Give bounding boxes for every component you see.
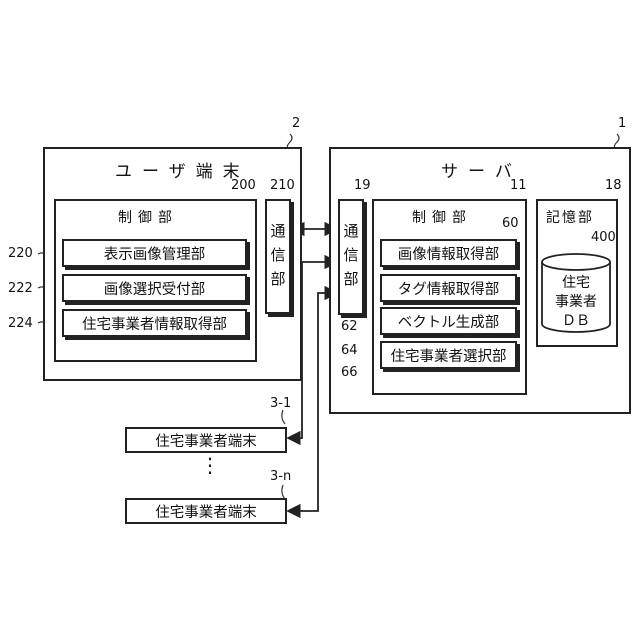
builder-terminal-n: 住宅事業者端末 <box>125 498 287 524</box>
builder-terminal-1: 住宅事業者端末 <box>125 427 287 453</box>
builder-terminal-label: 住宅事業者端末 <box>155 430 257 451</box>
builder-terminal-label: 住宅事業者端末 <box>155 501 257 522</box>
db-label: 住宅 事業者 ＤＢ <box>542 274 610 331</box>
builder-terminal-ref: 3-n <box>270 469 291 484</box>
builder-terminal-ref: 3-1 <box>270 396 291 411</box>
ellipsis: ⋮ <box>200 458 220 472</box>
